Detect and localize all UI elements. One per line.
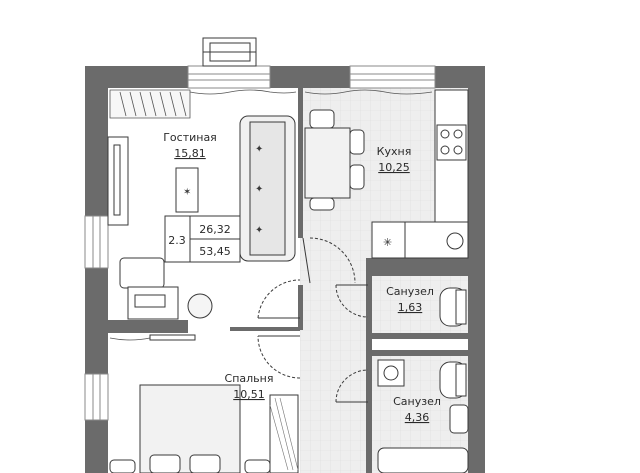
svg-text:✶: ✶ bbox=[183, 187, 191, 198]
svg-text:✦: ✦ bbox=[255, 225, 263, 236]
sofa-pillow-icons: ✦ ✦ ✦ ✶ bbox=[183, 144, 263, 236]
curtains bbox=[109, 89, 433, 341]
bathroom2-area: 4,36 bbox=[405, 411, 430, 424]
bathroom2-name: Санузел bbox=[393, 395, 441, 408]
total-area: 53,45 bbox=[199, 245, 231, 258]
living-area-total: 26,32 bbox=[199, 223, 231, 236]
svg-text:✦: ✦ bbox=[255, 184, 263, 195]
outer-walls bbox=[85, 66, 485, 473]
room-labels: Гостиная 15,81 Кухня 10,25 Санузел 1,63 … bbox=[163, 131, 441, 424]
summary-box bbox=[164, 215, 241, 263]
apartment-type: 2.3 bbox=[168, 234, 186, 247]
bedroom-furniture bbox=[109, 384, 299, 473]
kitchen-area: 10,25 bbox=[378, 161, 410, 174]
living-room-name: Гостиная bbox=[163, 131, 217, 144]
doors bbox=[149, 237, 369, 403]
svg-text:✦: ✦ bbox=[255, 144, 263, 155]
kitchen-name: Кухня bbox=[377, 145, 412, 158]
bedroom-area: 10,51 bbox=[233, 388, 265, 401]
living-room-area: 15,81 bbox=[174, 147, 206, 160]
balcony-unit bbox=[202, 37, 257, 67]
windows bbox=[84, 65, 436, 421]
bathroom-fixtures bbox=[377, 287, 469, 473]
bathroom1-name: Санузел bbox=[386, 285, 434, 298]
light-icon: ✳ bbox=[383, 236, 392, 249]
kitchen-furniture bbox=[304, 89, 469, 259]
bathroom1-area: 1,63 bbox=[398, 301, 423, 314]
bedroom-name: Спальня bbox=[225, 372, 274, 385]
living-furniture bbox=[107, 115, 296, 320]
